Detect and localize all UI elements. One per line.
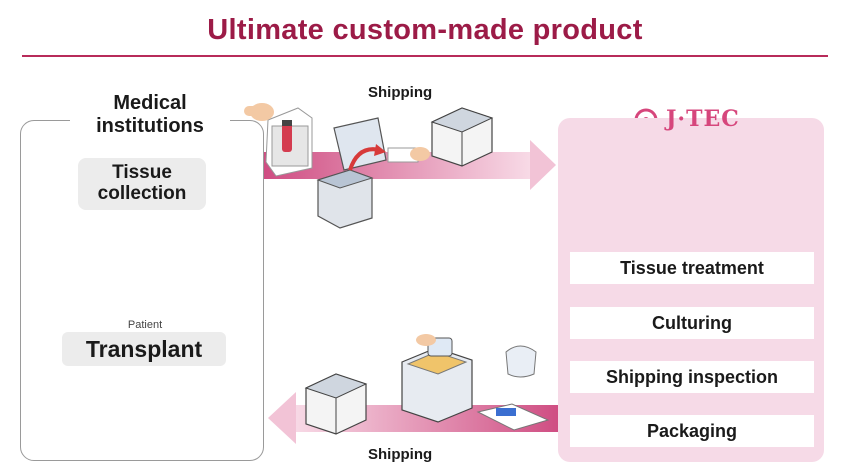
transplant-label: Transplant <box>62 332 226 366</box>
page-title: Ultimate custom-made product <box>207 14 643 46</box>
patient-label: Patient <box>127 319 163 331</box>
medical-institutions-title: Medical institutions <box>70 92 230 138</box>
step-culturing: Culturing <box>570 307 814 339</box>
step-tissue-treatment: Tissue treatment <box>570 252 814 284</box>
title-divider <box>22 55 828 57</box>
closed-shipping-box-illustration <box>430 107 494 167</box>
sample-packing-illustration <box>244 103 313 177</box>
company-panel <box>558 118 824 462</box>
product-packing-box-illustration <box>401 334 550 431</box>
return-shipping-box-illustration <box>304 373 368 435</box>
step-shipping-inspection: Shipping inspection <box>570 361 814 393</box>
tissue-collection-label: Tissue collection <box>78 158 206 210</box>
company-logo-text: J·TEC <box>666 106 740 132</box>
shipping-label-top: Shipping <box>368 84 433 101</box>
open-shipping-box-illustration <box>316 117 430 229</box>
step-packaging: Packaging <box>570 415 814 447</box>
shipping-label-bottom: Shipping <box>368 446 433 463</box>
